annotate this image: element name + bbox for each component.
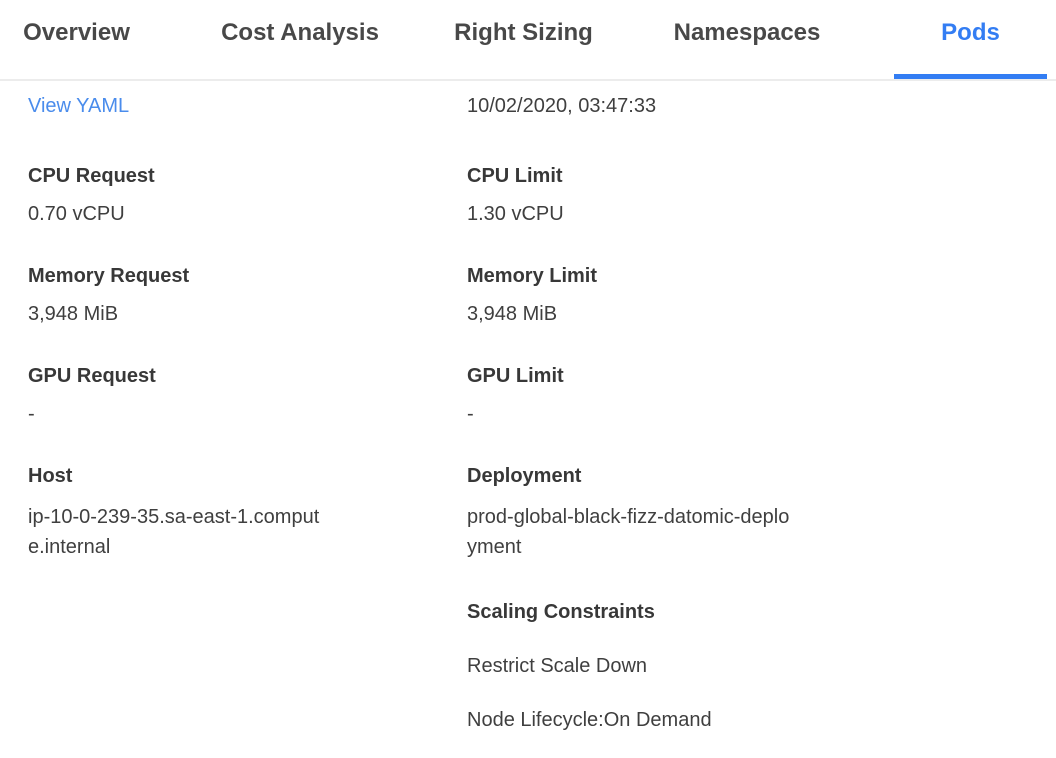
cpu-request-value: 0.70 vCPU bbox=[28, 203, 125, 225]
memory-limit-value: 3,948 MiB bbox=[467, 303, 558, 325]
deployment-link[interactable]: prod-global-black-fizz-datomic-deploymen… bbox=[467, 506, 790, 558]
memory-request-label: Memory Request bbox=[28, 265, 190, 287]
tab-namespaces[interactable]: Namespaces bbox=[673, 19, 821, 46]
gpu-limit-value: - bbox=[467, 403, 474, 425]
scaling-item-node-lifecycle: Node Lifecycle:On Demand bbox=[467, 709, 712, 731]
host-label: Host bbox=[28, 465, 73, 487]
memory-request-value: 3,948 MiB bbox=[28, 303, 119, 325]
view-yaml-row: View YAML bbox=[28, 94, 467, 118]
gpu-limit-label: GPU Limit bbox=[467, 365, 564, 387]
view-yaml-link[interactable]: View YAML bbox=[28, 95, 130, 117]
timestamp: 10/02/2020, 03:47:33 bbox=[467, 95, 657, 117]
scaling-constraints-title: Scaling Constraints bbox=[467, 601, 655, 623]
field-gpu-request: GPU Request - bbox=[28, 364, 467, 426]
gpu-request-value: - bbox=[28, 403, 35, 425]
field-cpu-limit: CPU Limit 1.30 vCPU bbox=[467, 164, 1056, 226]
tab-bar: Overview Cost Analysis Right Sizing Name… bbox=[0, 0, 1056, 81]
detail-column-left: View YAML CPU Request 0.70 vCPU Memory R… bbox=[28, 94, 467, 600]
gpu-request-label: GPU Request bbox=[28, 365, 156, 387]
field-memory-request: Memory Request 3,948 MiB bbox=[28, 264, 467, 326]
field-memory-limit: Memory Limit 3,948 MiB bbox=[467, 264, 1056, 326]
tab-right-sizing[interactable]: Right Sizing bbox=[454, 19, 593, 46]
tab-overview[interactable]: Overview bbox=[23, 19, 130, 46]
host-link[interactable]: ip-10-0-239-35.sa-east-1.compute.interna… bbox=[28, 506, 320, 558]
cpu-limit-label: CPU Limit bbox=[467, 165, 563, 187]
deployment-label: Deployment bbox=[467, 465, 582, 487]
field-deployment: Deployment prod-global-black-fizz-datomi… bbox=[467, 464, 1056, 562]
field-gpu-limit: GPU Limit - bbox=[467, 364, 1056, 426]
cpu-request-label: CPU Request bbox=[28, 165, 155, 187]
memory-limit-label: Memory Limit bbox=[467, 265, 598, 287]
detail-column-right: 10/02/2020, 03:47:33 CPU Limit 1.30 vCPU… bbox=[467, 94, 1056, 732]
tab-cost-analysis[interactable]: Cost Analysis bbox=[221, 19, 379, 46]
field-cpu-request: CPU Request 0.70 vCPU bbox=[28, 164, 467, 226]
scaling-item-restrict-scale-down: Restrict Scale Down bbox=[467, 655, 648, 677]
pod-detail-panel: View YAML CPU Request 0.70 vCPU Memory R… bbox=[0, 81, 1056, 732]
field-host: Host ip-10-0-239-35.sa-east-1.compute.in… bbox=[28, 464, 467, 562]
tab-pods[interactable]: Pods bbox=[894, 0, 1047, 79]
cpu-limit-value: 1.30 vCPU bbox=[467, 203, 564, 225]
